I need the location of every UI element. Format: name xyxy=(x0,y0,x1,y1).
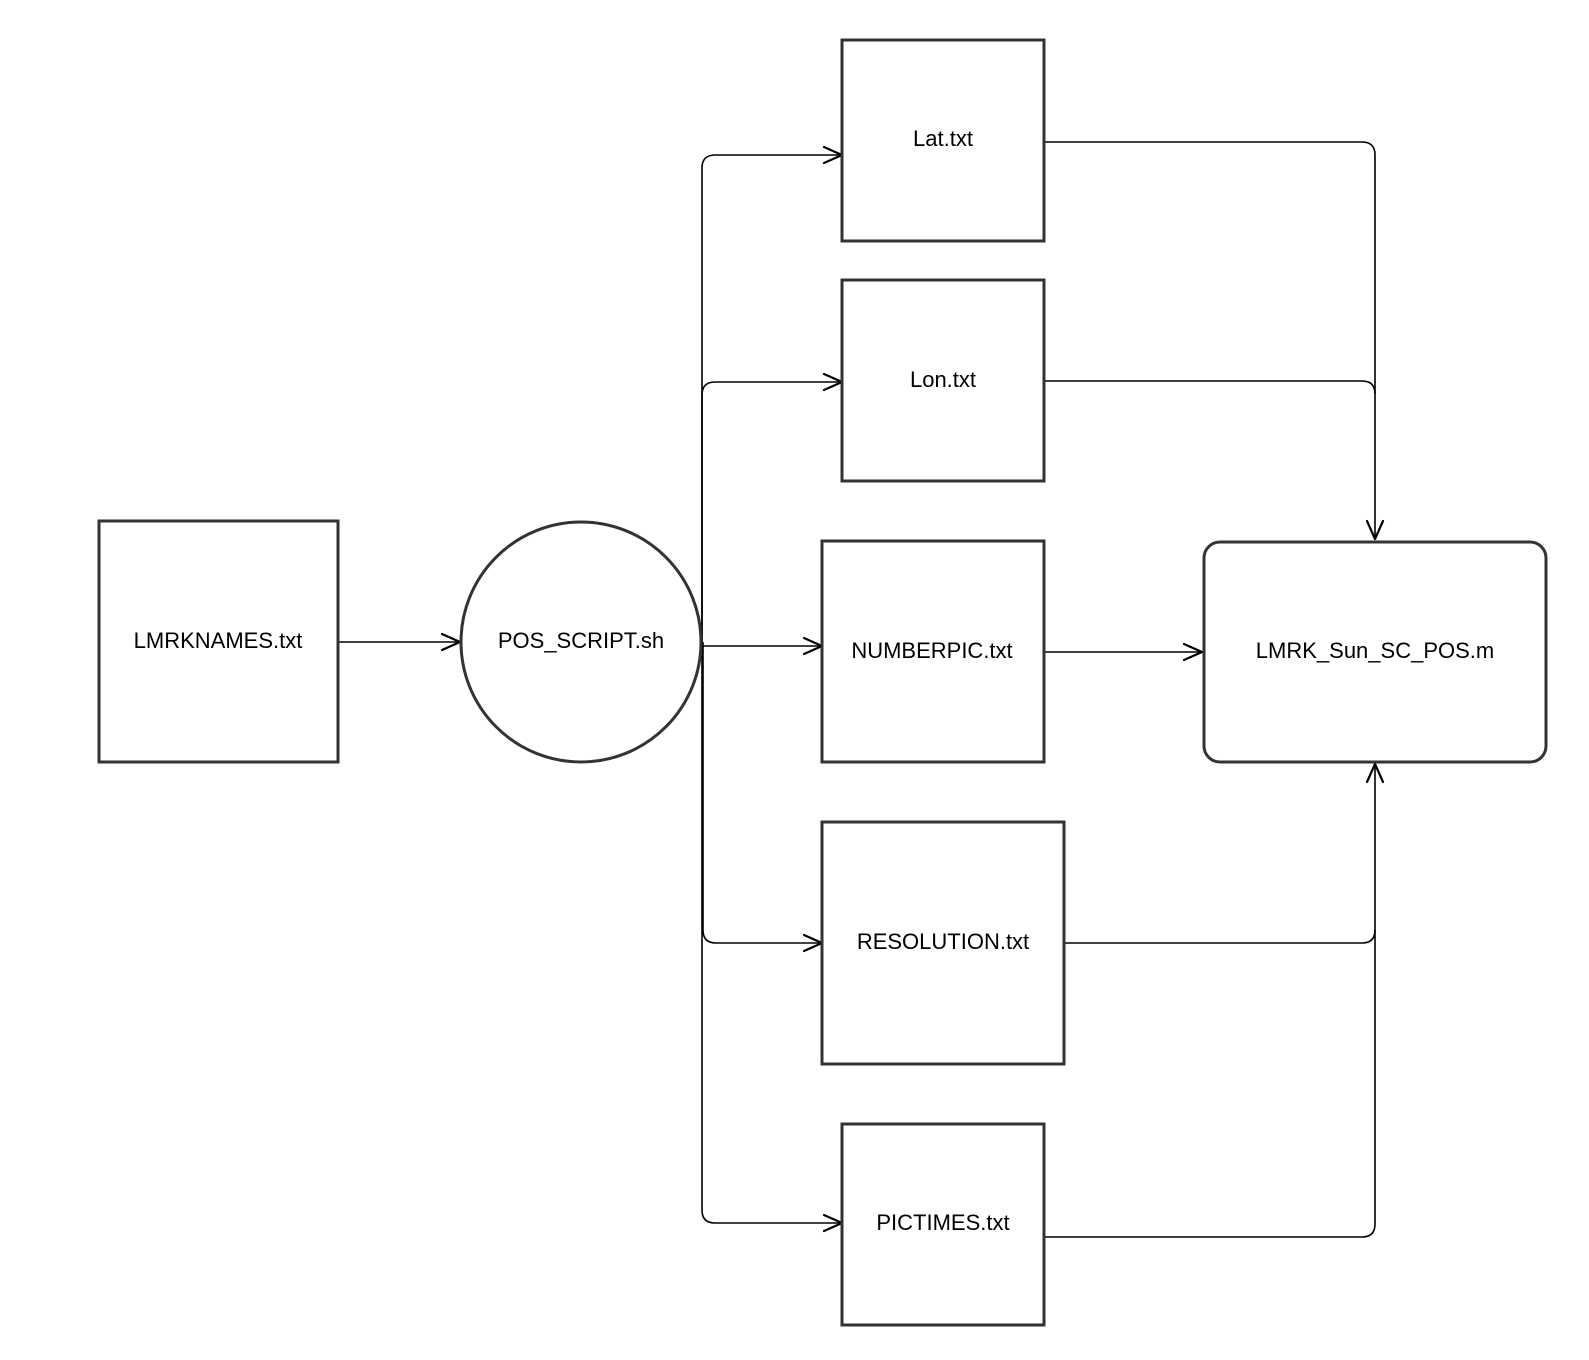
node-numberpic-label: NUMBERPIC.txt xyxy=(851,638,1012,663)
edge-pos-script-to-numberpic xyxy=(702,636,824,656)
edge-pictimes-to-lmrk-sun-sc-pos xyxy=(1044,930,1376,1238)
node-lmrknames-label: LMRKNAMES.txt xyxy=(134,628,303,653)
edge-pos-script-to-resolution xyxy=(702,642,824,953)
node-lat[interactable]: Lat.txt xyxy=(840,38,1046,243)
edge-lat-to-lmrk-sun-sc-pos xyxy=(1044,141,1385,541)
node-lon-label: Lon.txt xyxy=(910,367,976,392)
edge-lmrknames-to-pos-script xyxy=(338,632,462,652)
node-pos-script-label: POS_SCRIPT.sh xyxy=(498,628,664,653)
node-lat-label: Lat.txt xyxy=(913,126,973,151)
node-pictimes-label: PICTIMES.txt xyxy=(876,1210,1009,1235)
node-lmrk-sun-sc-pos-label: LMRK_Sun_SC_POS.m xyxy=(1256,638,1494,663)
edge-resolution-to-lmrk-sun-sc-pos xyxy=(1064,762,1385,944)
node-pos-script[interactable]: POS_SCRIPT.sh xyxy=(459,520,703,764)
node-lmrk-sun-sc-pos[interactable]: LMRK_Sun_SC_POS.m xyxy=(1202,540,1548,764)
node-resolution-label: RESOLUTION.txt xyxy=(857,929,1029,954)
node-pictimes[interactable]: PICTIMES.txt xyxy=(840,1122,1046,1327)
node-lmrknames[interactable]: LMRKNAMES.txt xyxy=(97,519,340,764)
edge-lon-to-lmrk-sun-sc-pos xyxy=(1044,380,1376,395)
edge-numberpic-to-lmrk-sun-sc-pos xyxy=(1044,642,1204,662)
node-lon[interactable]: Lon.txt xyxy=(840,278,1046,483)
node-numberpic[interactable]: NUMBERPIC.txt xyxy=(820,539,1046,764)
node-resolution[interactable]: RESOLUTION.txt xyxy=(820,820,1066,1066)
